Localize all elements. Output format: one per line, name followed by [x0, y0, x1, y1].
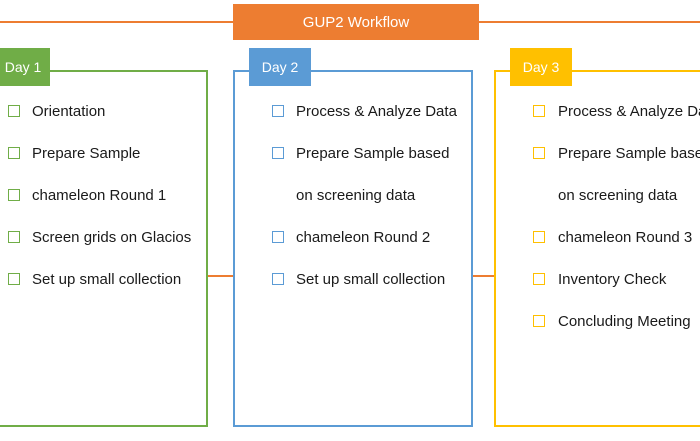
- task-label: Process & Analyze Data: [296, 103, 457, 120]
- task-checkbox[interactable]: [533, 273, 545, 285]
- task-item: Screen grids on Glacios: [0, 228, 206, 248]
- task-checkbox[interactable]: [8, 147, 20, 159]
- workflow-title: GUP2 Workflow: [233, 4, 479, 40]
- task-item: Concluding Meeting: [496, 312, 700, 332]
- task-label: chameleon Round 1: [32, 187, 167, 204]
- task-item: Orientation: [0, 102, 206, 122]
- task-label: on screening data: [296, 187, 416, 204]
- task-checkbox[interactable]: [8, 231, 20, 243]
- task-label: Prepare Sample based: [558, 145, 700, 162]
- day2-day3-connector-line: [473, 275, 495, 277]
- task-item-continuation: on screening data: [235, 186, 471, 206]
- task-label: Orientation: [32, 103, 106, 120]
- day-3-tab: Day 3: [510, 48, 572, 86]
- task-item: chameleon Round 2: [235, 228, 471, 248]
- task-item: Set up small collection: [235, 270, 471, 290]
- task-checkbox[interactable]: [8, 189, 20, 201]
- task-checkbox[interactable]: [272, 273, 284, 285]
- day1-day2-connector-line: [208, 275, 234, 277]
- task-checkbox[interactable]: [8, 105, 20, 117]
- task-label: chameleon Round 2: [296, 229, 431, 246]
- task-checkbox[interactable]: [8, 273, 20, 285]
- task-item: chameleon Round 1: [0, 186, 206, 206]
- task-checkbox[interactable]: [533, 231, 545, 243]
- task-item: Set up small collection: [0, 270, 206, 290]
- task-checkbox[interactable]: [272, 105, 284, 117]
- day-1-tab: Day 1: [0, 48, 50, 86]
- task-item: Process & Analyze Data: [496, 102, 700, 122]
- task-label: Inventory Check: [558, 271, 667, 288]
- task-label: on screening data: [558, 187, 678, 204]
- task-checkbox[interactable]: [533, 315, 545, 327]
- task-item: Inventory Check: [496, 270, 700, 290]
- task-label: Concluding Meeting: [558, 313, 691, 330]
- task-label: Screen grids on Glacios: [32, 229, 192, 246]
- task-label: Set up small collection: [32, 271, 182, 288]
- task-label: Set up small collection: [296, 271, 446, 288]
- task-checkbox[interactable]: [272, 231, 284, 243]
- task-item: Prepare Sample based: [235, 144, 471, 164]
- task-checkbox[interactable]: [533, 105, 545, 117]
- task-label: Prepare Sample based: [296, 145, 450, 162]
- task-item: chameleon Round 3: [496, 228, 700, 248]
- task-label: Prepare Sample: [32, 145, 141, 162]
- task-checkbox[interactable]: [272, 147, 284, 159]
- task-item: Prepare Sample: [0, 144, 206, 164]
- task-label: Process & Analyze Data: [558, 103, 700, 120]
- task-item: Prepare Sample based: [496, 144, 700, 164]
- day-2-tab: Day 2: [249, 48, 311, 86]
- task-label: chameleon Round 3: [558, 229, 693, 246]
- task-item-continuation: on screening data: [496, 186, 700, 206]
- task-item: Process & Analyze Data: [235, 102, 471, 122]
- task-checkbox[interactable]: [533, 147, 545, 159]
